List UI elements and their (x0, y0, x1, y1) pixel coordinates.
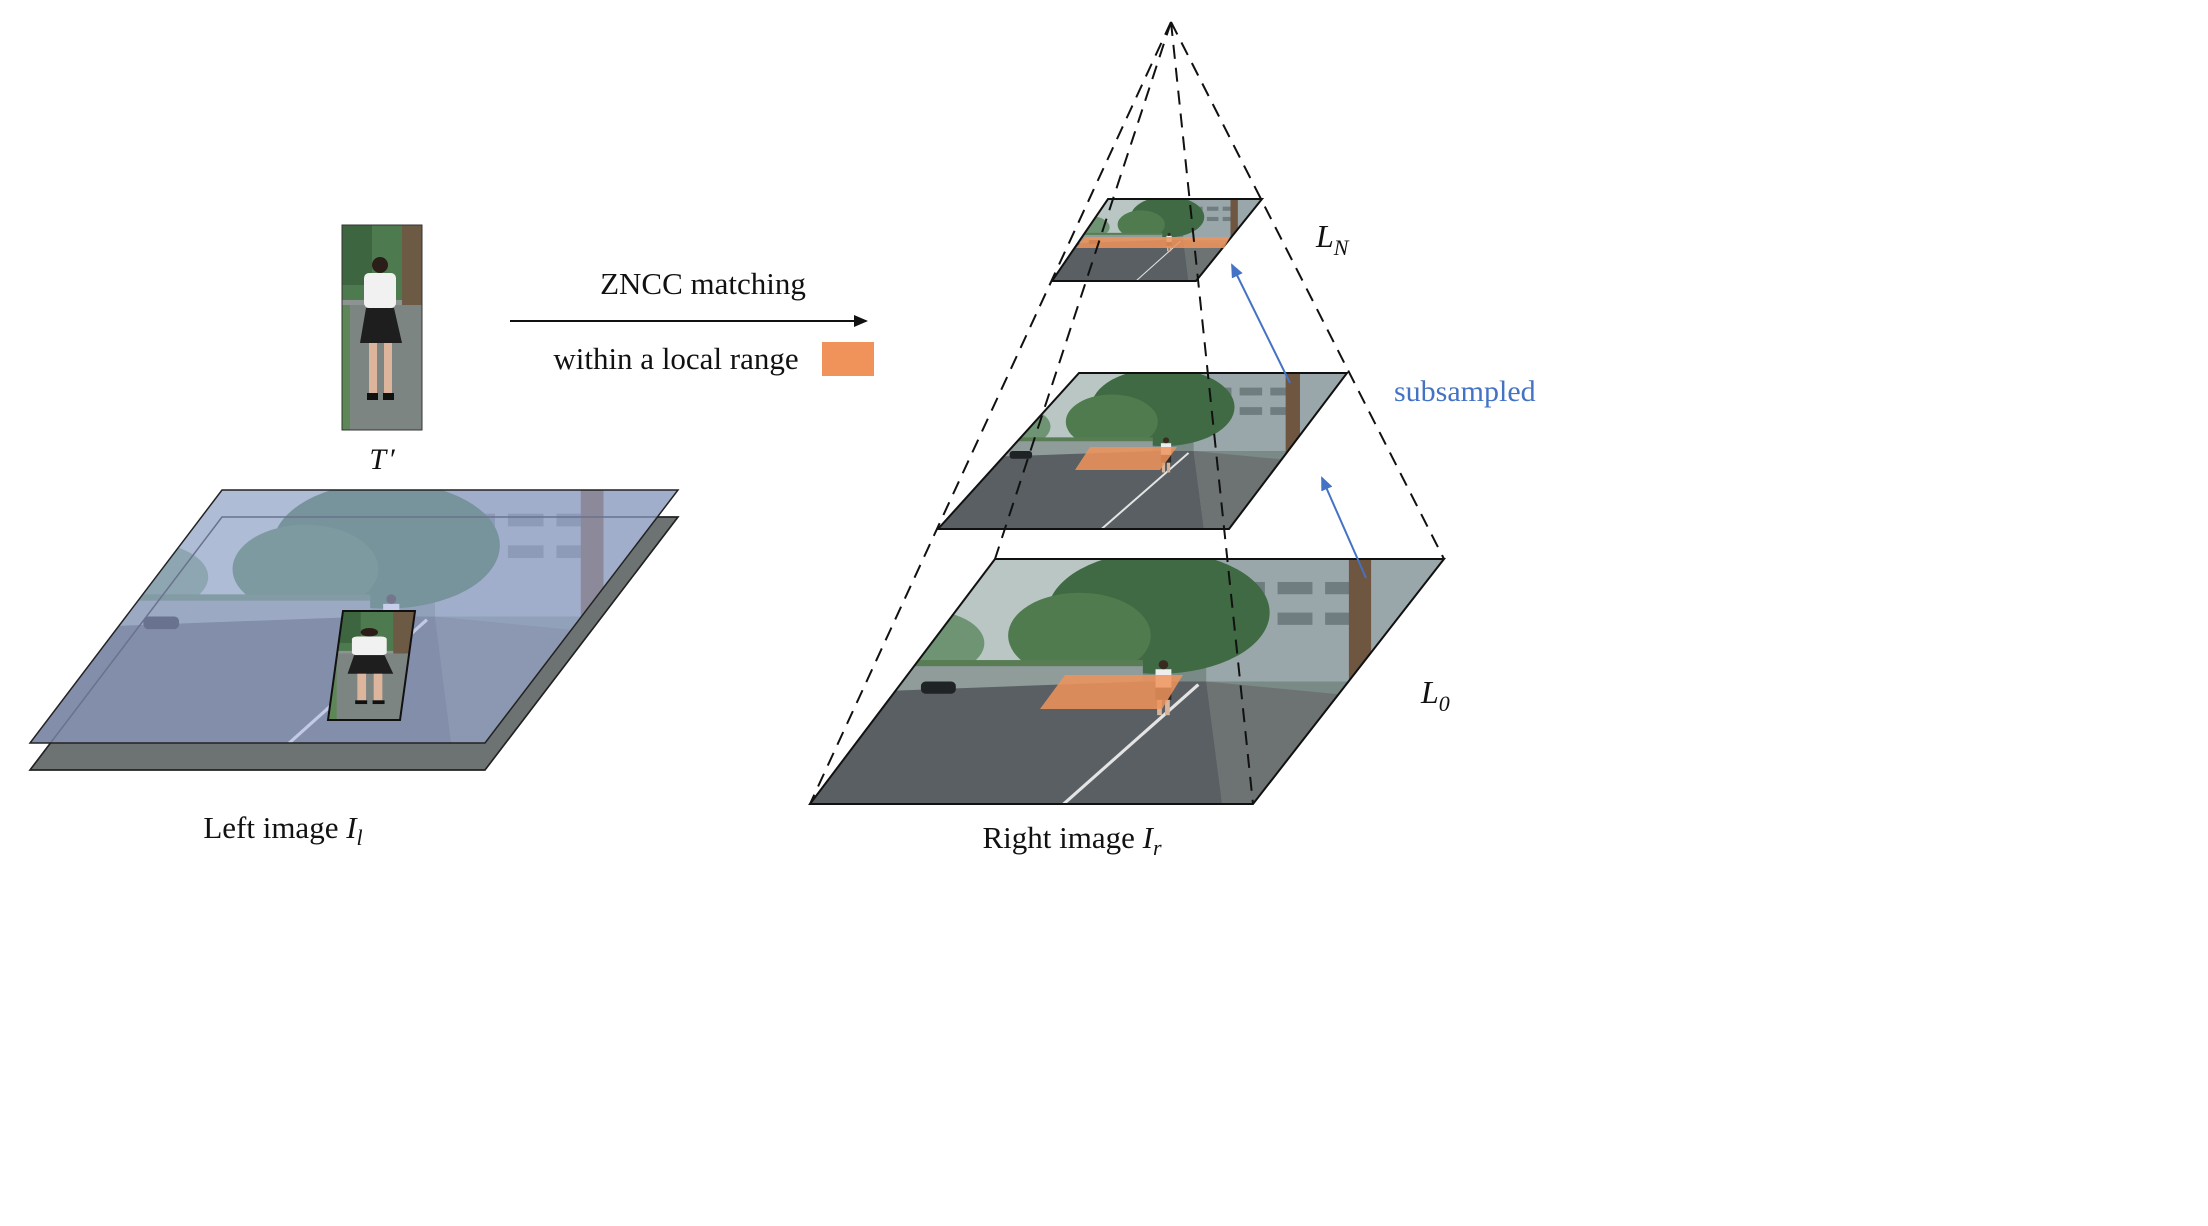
subsampled-label: subsampled (1394, 375, 1536, 408)
right-image-label: Right image Ir (982, 820, 1161, 860)
left-image-stack (28, 489, 680, 771)
template-image (341, 224, 423, 431)
template-label: T′ (369, 443, 395, 476)
arrow-label-bottom: within a local range (553, 341, 798, 376)
pyramid-level-n (1050, 198, 1265, 282)
subsample-arrow-upper (1231, 263, 1291, 384)
level-0-label: L0 (1420, 674, 1450, 716)
local-range-swatch (822, 342, 874, 376)
arrow-label-top: ZNCC matching (600, 266, 806, 301)
pyramid-level-1 (935, 372, 1350, 530)
pyramid-level-0 (807, 558, 1447, 805)
search-region-l1 (1075, 447, 1177, 470)
image-pyramid (807, 21, 1447, 805)
template-box (326, 610, 417, 721)
level-n-label: LN (1315, 218, 1350, 260)
search-region-ln (1076, 237, 1230, 248)
pyramid-edges (809, 21, 1445, 805)
search-region-l0 (1040, 675, 1183, 709)
subsample-arrow-lower (1321, 476, 1367, 579)
left-image-label: Left image Il (203, 810, 362, 850)
